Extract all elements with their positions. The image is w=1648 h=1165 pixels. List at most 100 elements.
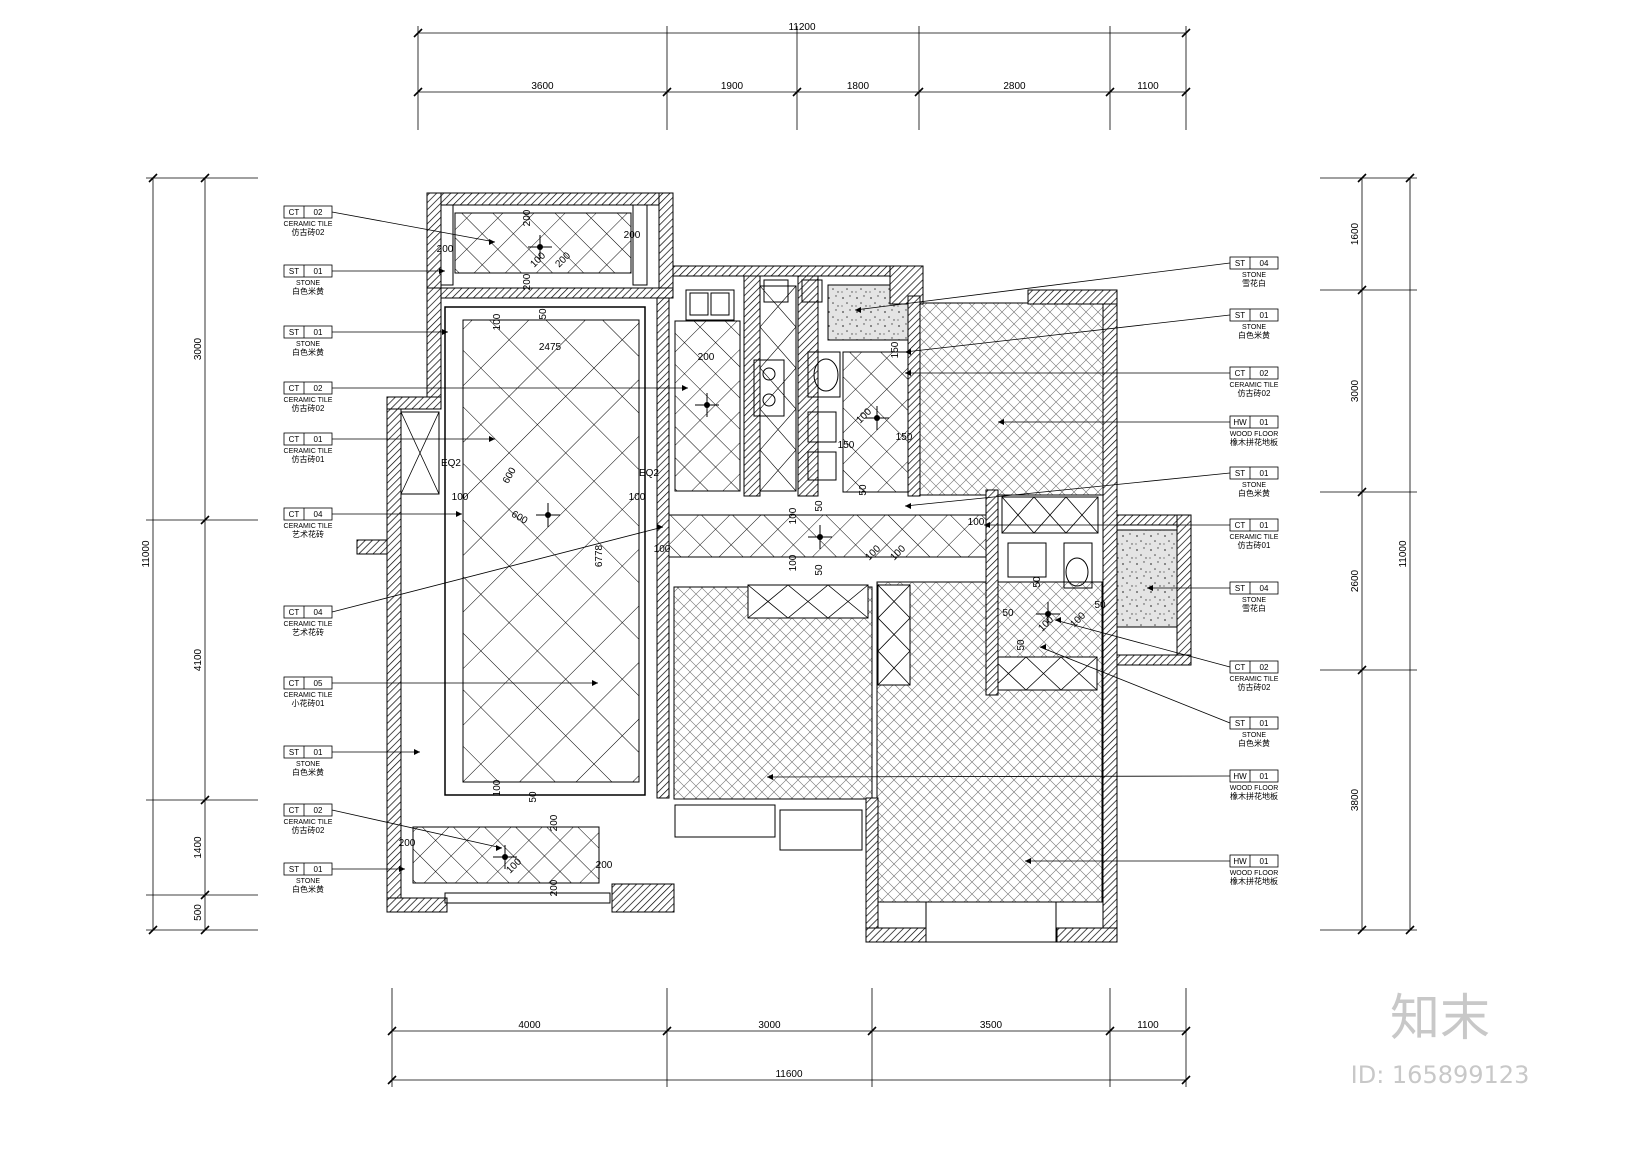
tag-code: CT bbox=[1235, 663, 1246, 672]
tag-leader bbox=[331, 526, 664, 613]
tag-name: 仿古砖01 bbox=[1238, 540, 1271, 550]
tag-arrow bbox=[1040, 644, 1046, 650]
tag-name: 仿古砖01 bbox=[292, 454, 325, 464]
dim-tick bbox=[662, 1026, 672, 1036]
tag-number: 01 bbox=[314, 435, 323, 444]
room-dimension: 200 bbox=[399, 838, 416, 849]
tag-name: 白色米黄 bbox=[292, 286, 324, 296]
dim-tick bbox=[200, 925, 210, 935]
tag-type: CERAMIC TILE bbox=[284, 523, 333, 530]
tag-leader bbox=[331, 809, 503, 849]
dim-tick bbox=[200, 515, 210, 525]
tag-name: 白色米黄 bbox=[1238, 330, 1270, 340]
tag-arrow bbox=[442, 329, 448, 335]
fixtures bbox=[440, 204, 1093, 943]
dim-total: 11600 bbox=[775, 1069, 803, 1080]
tag-name: 艺术花砖 bbox=[292, 627, 324, 637]
tag-code: CT bbox=[289, 510, 300, 519]
tag-arrow bbox=[682, 385, 688, 391]
room-dimension: 100 bbox=[629, 492, 646, 503]
tag-code: ST bbox=[289, 267, 299, 276]
dim-value: 500 bbox=[193, 904, 204, 921]
tag-name: 仿古砖02 bbox=[1238, 388, 1271, 398]
tag-arrow bbox=[439, 268, 445, 274]
room-dimension: 100 bbox=[492, 313, 503, 330]
tag-number: 02 bbox=[1260, 369, 1269, 378]
tag-number: 05 bbox=[314, 679, 323, 688]
tag-arrow bbox=[489, 239, 495, 245]
tag-type: STONE bbox=[1242, 272, 1266, 279]
tag-code: ST bbox=[289, 748, 299, 757]
room-dimension: 50 bbox=[1002, 608, 1014, 619]
watermark-logo: 知末 bbox=[1390, 989, 1490, 1047]
tag-name: 橡木拼花地板 bbox=[1230, 876, 1278, 886]
dim-tick bbox=[1357, 925, 1367, 935]
tag-number: 01 bbox=[314, 748, 323, 757]
floor-areas bbox=[400, 212, 1178, 903]
dim-tick bbox=[1181, 1075, 1191, 1085]
tag-code: CT bbox=[289, 208, 300, 217]
tag-type: CERAMIC TILE bbox=[284, 397, 333, 404]
dim-value: 1400 bbox=[193, 836, 204, 859]
dim-value: 2800 bbox=[1003, 81, 1026, 92]
tag-number: 02 bbox=[1260, 663, 1269, 672]
tag-arrow bbox=[767, 774, 773, 780]
dim-tick bbox=[792, 87, 802, 97]
watermark-id: ID: 165899123 bbox=[1351, 1061, 1530, 1089]
dim-value: 1600 bbox=[1350, 222, 1361, 245]
tag-arrow bbox=[1147, 585, 1153, 591]
tag-name: 雪花白 bbox=[1242, 603, 1266, 613]
tag-type: STONE bbox=[296, 761, 320, 768]
tag-name: 橡木拼花地板 bbox=[1230, 791, 1278, 801]
room-dimension: 100 bbox=[968, 517, 985, 528]
dim-tick bbox=[413, 87, 423, 97]
room-dimension: 6778 bbox=[594, 544, 605, 567]
tag-number: 01 bbox=[1260, 469, 1269, 478]
dim-value: 3000 bbox=[1350, 379, 1361, 402]
tag-number: 01 bbox=[314, 328, 323, 337]
dim-tick bbox=[387, 1075, 397, 1085]
dim-value: 1100 bbox=[1137, 81, 1159, 92]
tag-arrow bbox=[657, 524, 663, 530]
tag-code: ST bbox=[1235, 311, 1245, 320]
tag-code: CT bbox=[1235, 369, 1246, 378]
room-dimension: 200 bbox=[549, 814, 560, 831]
tag-number: 01 bbox=[1260, 772, 1269, 781]
tag-number: 04 bbox=[314, 608, 323, 617]
tag-code: ST bbox=[1235, 469, 1245, 478]
tag-type: STONE bbox=[296, 280, 320, 287]
dim-total: 11000 bbox=[1398, 540, 1409, 568]
tag-name: 白色米黄 bbox=[1238, 488, 1270, 498]
room-dimension: 50 bbox=[1016, 639, 1027, 651]
tag-name: 小花砖01 bbox=[292, 698, 325, 708]
tag-name: 白色米黄 bbox=[292, 347, 324, 357]
dim-value: 4000 bbox=[518, 1020, 541, 1031]
dim-tick bbox=[914, 87, 924, 97]
room-dimension: 150 bbox=[838, 440, 855, 451]
tag-type: CERAMIC TILE bbox=[1230, 534, 1279, 541]
tag-number: 04 bbox=[1260, 259, 1269, 268]
dim-value: 3000 bbox=[193, 337, 204, 360]
room-dimension: 200 bbox=[698, 352, 715, 363]
dim-total: 11200 bbox=[788, 22, 816, 33]
tag-code: CT bbox=[289, 679, 300, 688]
tag-arrow bbox=[489, 436, 495, 442]
dim-tick bbox=[200, 795, 210, 805]
tag-leader bbox=[1054, 619, 1231, 668]
tag-arrow bbox=[984, 522, 990, 528]
dim-value: 1900 bbox=[721, 81, 744, 92]
dim-tick bbox=[1181, 1026, 1191, 1036]
tag-type: CERAMIC TILE bbox=[284, 819, 333, 826]
tag-number: 02 bbox=[314, 384, 323, 393]
